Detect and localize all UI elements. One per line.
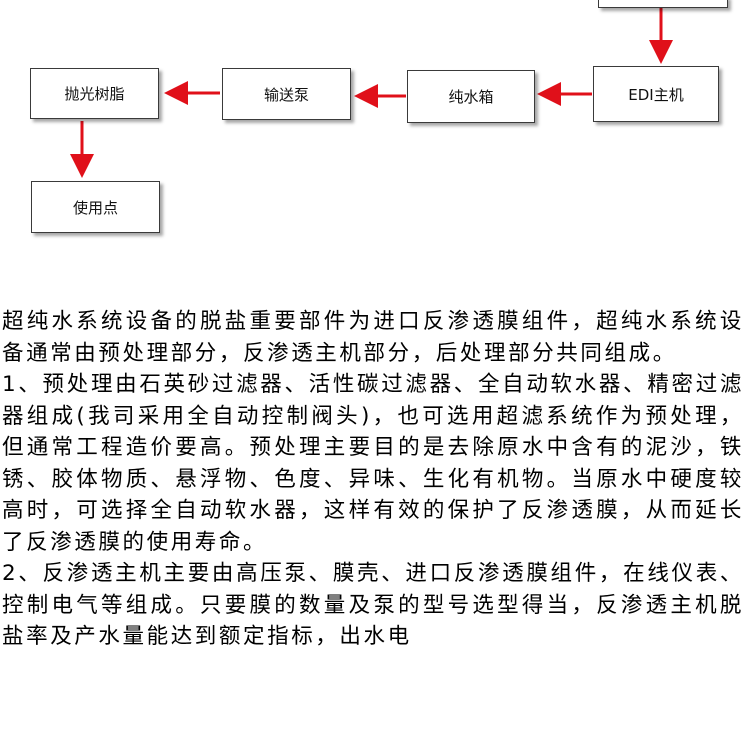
- node-pump-label: 输送泵: [263, 85, 309, 104]
- node-top-partial: [598, 0, 728, 8]
- node-point-of-use: 使用点: [31, 181, 160, 233]
- node-use-label: 使用点: [72, 198, 118, 217]
- node-polishing-resin: 抛光树脂: [30, 68, 159, 119]
- node-resin-label: 抛光树脂: [64, 85, 125, 103]
- node-edi-label: EDI主机: [628, 85, 684, 104]
- paragraph-intro: 超纯水系统设备的脱盐重要部件为进口反渗透膜组件，超纯水系统设备通常由预处理部分，…: [2, 309, 744, 366]
- paragraph-pretreatment: 1、预处理由石英砂过滤器、活性碳过滤器、全自动软水器、精密过滤器组成(我司采用全…: [2, 372, 744, 555]
- process-flow-diagram: EDI主机 纯水箱 输送泵 抛光树脂 使用点: [0, 0, 744, 290]
- paragraph-ro-main-unit: 2、反渗透主机主要由高压泵、膜壳、进口反渗透膜组件，在线仪表、控制电气等组成。只…: [2, 561, 744, 649]
- node-edi-main-unit: EDI主机: [593, 66, 719, 122]
- node-tank-label: 纯水箱: [448, 88, 494, 106]
- description-text: 超纯水系统设备的脱盐重要部件为进口反渗透膜组件，超纯水系统设备通常由预处理部分，…: [2, 306, 744, 653]
- node-pure-water-tank: 纯水箱: [407, 70, 535, 123]
- flow-arrows: [70, 6, 673, 178]
- node-transfer-pump: 输送泵: [222, 68, 351, 120]
